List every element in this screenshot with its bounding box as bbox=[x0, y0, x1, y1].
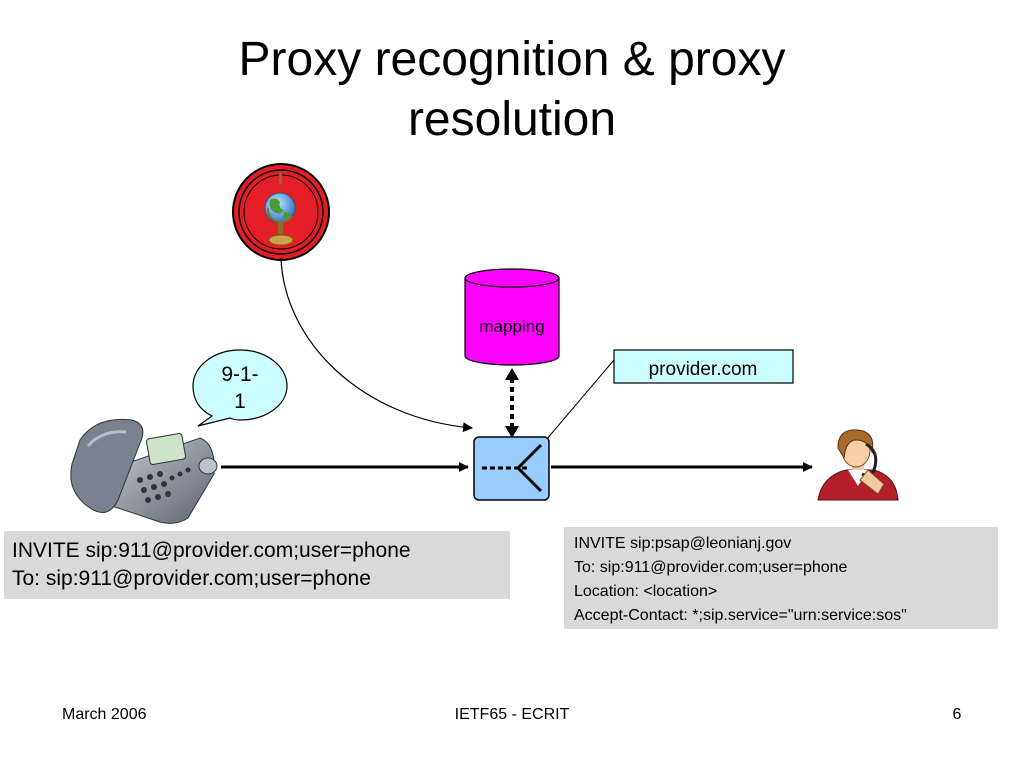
invite-right-line-3: Location: <location> bbox=[574, 583, 718, 600]
globe-to-proxy-arrow bbox=[280, 257, 473, 433]
provider-callout-line bbox=[545, 359, 615, 441]
invite-right-line-2: To: sip:911@provider.com;user=phone bbox=[574, 559, 848, 576]
invite-request-left: INVITE sip:911@provider.com;user=phone T… bbox=[4, 531, 510, 599]
footer-date: March 2006 bbox=[62, 706, 147, 723]
page-title: Proxy recognition & proxy resolution bbox=[0, 30, 1024, 150]
database-icon bbox=[464, 268, 560, 366]
proxy-router-icon bbox=[473, 436, 550, 501]
mapping-label: mapping bbox=[479, 317, 544, 336]
invite-left-line-2: To: sip:911@provider.com;user=phone bbox=[12, 567, 371, 590]
invite-right-line-4: Accept-Contact: *;sip.service="urn:servi… bbox=[574, 607, 907, 624]
page-number: 6 bbox=[952, 706, 962, 723]
provider-label: provider.com bbox=[649, 359, 758, 380]
globe-icon bbox=[232, 163, 330, 261]
title-line-1: Proxy recognition & proxy bbox=[238, 33, 786, 86]
invite-request-right: INVITE sip:psap@leonianj.gov To: sip:911… bbox=[564, 527, 998, 629]
footer-center-text: IETF65 - ECRIT bbox=[454, 706, 570, 723]
invite-left-line-1: INVITE sip:911@provider.com;user=phone bbox=[12, 539, 411, 562]
dial-text-line-1: 9-1- bbox=[221, 363, 258, 386]
provider-box bbox=[613, 349, 794, 384]
operator-icon bbox=[817, 429, 899, 501]
invite-right-line-1: INVITE sip:psap@leonianj.gov bbox=[574, 535, 792, 552]
mapping-proxy-link bbox=[505, 368, 519, 438]
phone-icon bbox=[70, 418, 218, 524]
dial-text-line-2: 1 bbox=[234, 390, 246, 413]
title-line-2: resolution bbox=[407, 93, 617, 146]
dial-speech-bubble bbox=[192, 349, 288, 427]
